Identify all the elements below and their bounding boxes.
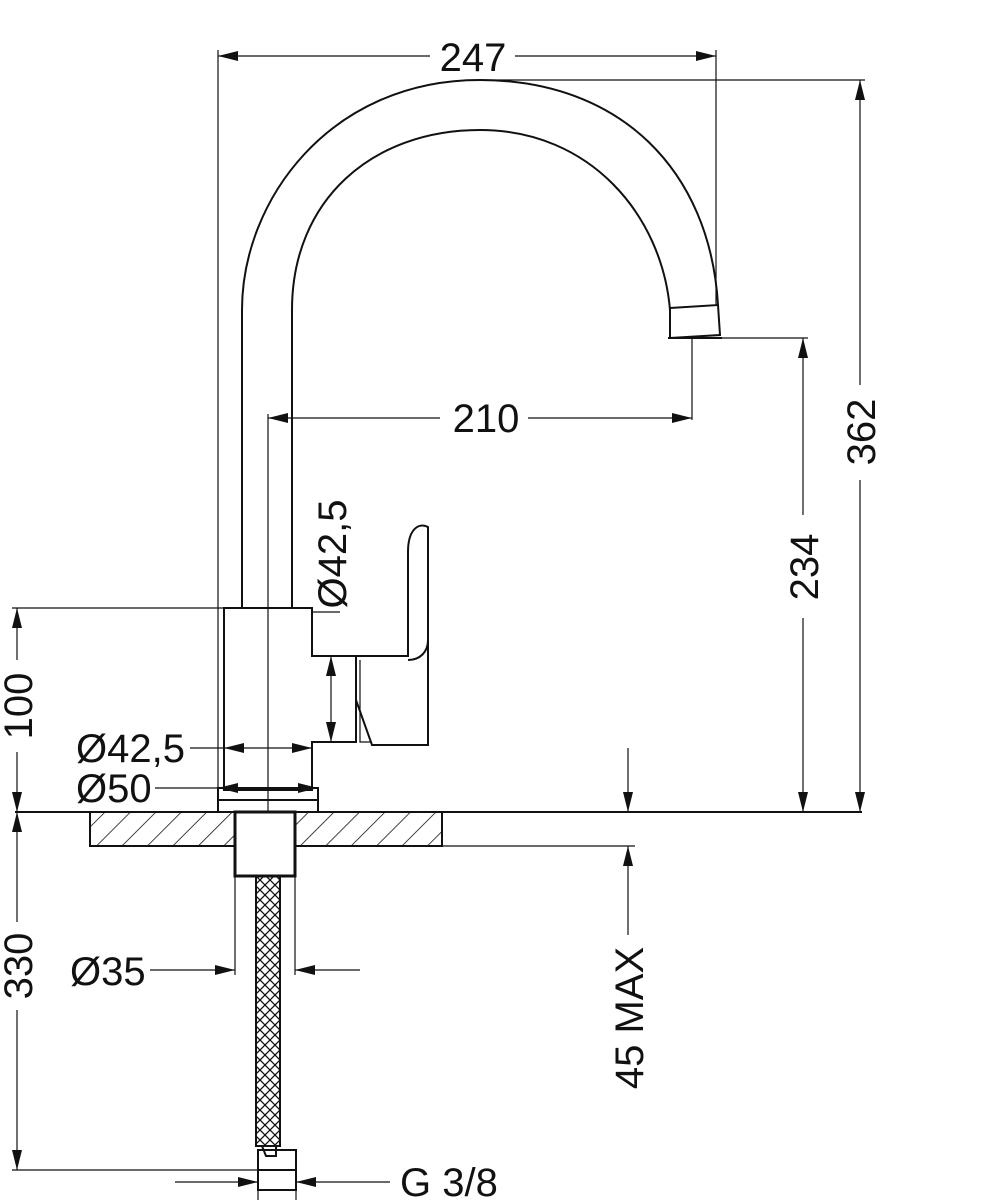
lever-handle xyxy=(355,524,429,746)
hose-fitting xyxy=(260,1145,277,1157)
dim-shank-diameter: Ø35 xyxy=(70,950,146,994)
spout-outer xyxy=(241,78,719,608)
dimension-labels: 247 210 362 234 100 Ø42,5 Ø42,5 Ø50 Ø35 … xyxy=(0,36,884,1200)
dim-base-diameter: Ø50 xyxy=(76,767,152,811)
dim-total-width: 247 xyxy=(440,36,507,80)
faucet-outline xyxy=(217,78,722,813)
deck-right xyxy=(294,811,443,847)
dim-total-height: 362 xyxy=(840,399,884,466)
dimension-lines xyxy=(12,50,865,1200)
dim-body-diameter: Ø42,5 xyxy=(76,727,185,771)
dim-below-deck-length: 330 xyxy=(0,933,41,1000)
mixer-body xyxy=(223,607,357,791)
spout-aerator xyxy=(669,303,722,340)
mounting-shank xyxy=(233,810,297,878)
dim-spout-diameter: Ø42,5 xyxy=(311,500,355,609)
dim-max-deck-thickness: 45 MAX xyxy=(608,947,652,1089)
dim-spout-height: 234 xyxy=(783,534,827,601)
dim-reach: 210 xyxy=(453,397,520,441)
dim-body-height: 100 xyxy=(0,673,41,740)
flexible-hose xyxy=(255,875,281,1147)
shank-and-hose xyxy=(233,810,297,1191)
deck-section xyxy=(15,811,862,847)
dim-connection-thread: G 3/8 xyxy=(400,1161,498,1200)
spout-inner xyxy=(291,128,671,608)
deck-left xyxy=(89,811,236,847)
